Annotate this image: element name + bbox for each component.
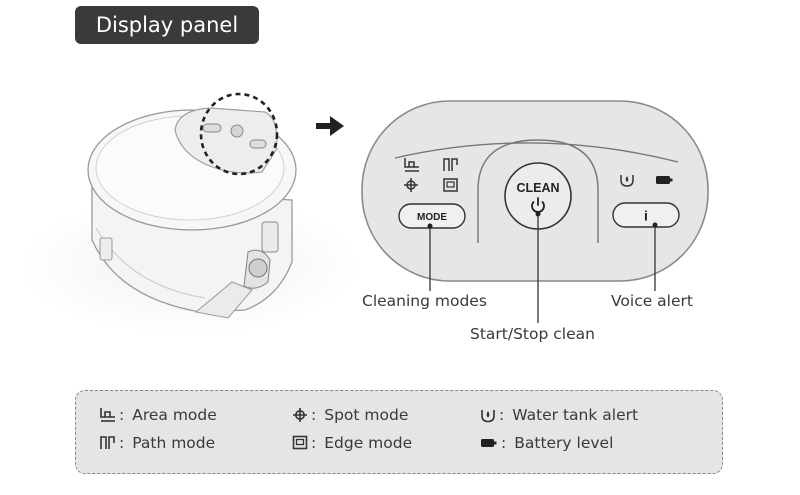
legend-box: : Area mode : Path mode : Spot mode : Ed… xyxy=(75,390,723,474)
callout-start-stop: Start/Stop clean xyxy=(470,325,595,343)
legend-item-edge-mode: : Edge mode xyxy=(292,434,412,452)
legend-separator: : xyxy=(311,406,317,424)
callout-lines xyxy=(429,212,656,323)
callout-cleaning-modes: Cleaning modes xyxy=(362,292,487,310)
info-button-label: i xyxy=(644,208,648,224)
legend-separator: : xyxy=(501,434,507,452)
display-panel-closeup: CLEAN MODE i xyxy=(361,100,709,282)
legend-separator: : xyxy=(499,406,505,424)
legend-label: Path mode xyxy=(132,434,216,452)
legend-label: Area mode xyxy=(132,406,217,424)
spot-mode-icon xyxy=(404,178,418,192)
legend-separator: : xyxy=(311,434,317,452)
area-mode-icon xyxy=(404,158,419,172)
diagram-canvas: CLEAN MODE i xyxy=(20,92,709,335)
mode-button-label: MODE xyxy=(417,212,447,223)
legend-item-path-mode: : Path mode xyxy=(100,434,215,452)
pointer-arrow xyxy=(316,116,344,136)
legend-label: Water tank alert xyxy=(512,406,639,424)
legend-item-battery: : Battery level xyxy=(480,434,613,452)
edge-mode-icon xyxy=(443,178,458,192)
water-tank-icon xyxy=(620,175,634,187)
mode-button xyxy=(398,203,466,229)
legend-separator: : xyxy=(119,434,125,452)
path-mode-icon xyxy=(100,436,115,449)
legend-item-spot-mode: : Spot mode xyxy=(292,406,408,424)
callout-dots xyxy=(427,211,658,229)
area-mode-icon xyxy=(100,408,115,422)
legend-item-water-tank: : Water tank alert xyxy=(480,406,638,424)
info-button xyxy=(612,202,680,228)
page-title: Display panel xyxy=(75,6,259,44)
legend-label: Edge mode xyxy=(324,434,413,452)
robot-illustration xyxy=(20,92,360,335)
callout-voice-alert: Voice alert xyxy=(611,292,693,310)
legend-separator: : xyxy=(119,406,125,424)
legend-item-area-mode: : Area mode xyxy=(100,406,217,424)
clean-button-label: CLEAN xyxy=(516,181,559,195)
edge-mode-icon xyxy=(292,435,308,450)
battery-icon xyxy=(656,176,673,184)
water-tank-icon xyxy=(481,410,495,423)
spot-mode-icon xyxy=(293,408,307,422)
legend-label: Spot mode xyxy=(324,406,409,424)
path-mode-icon xyxy=(443,158,458,171)
battery-icon xyxy=(481,439,497,447)
legend-label: Battery level xyxy=(514,434,614,452)
